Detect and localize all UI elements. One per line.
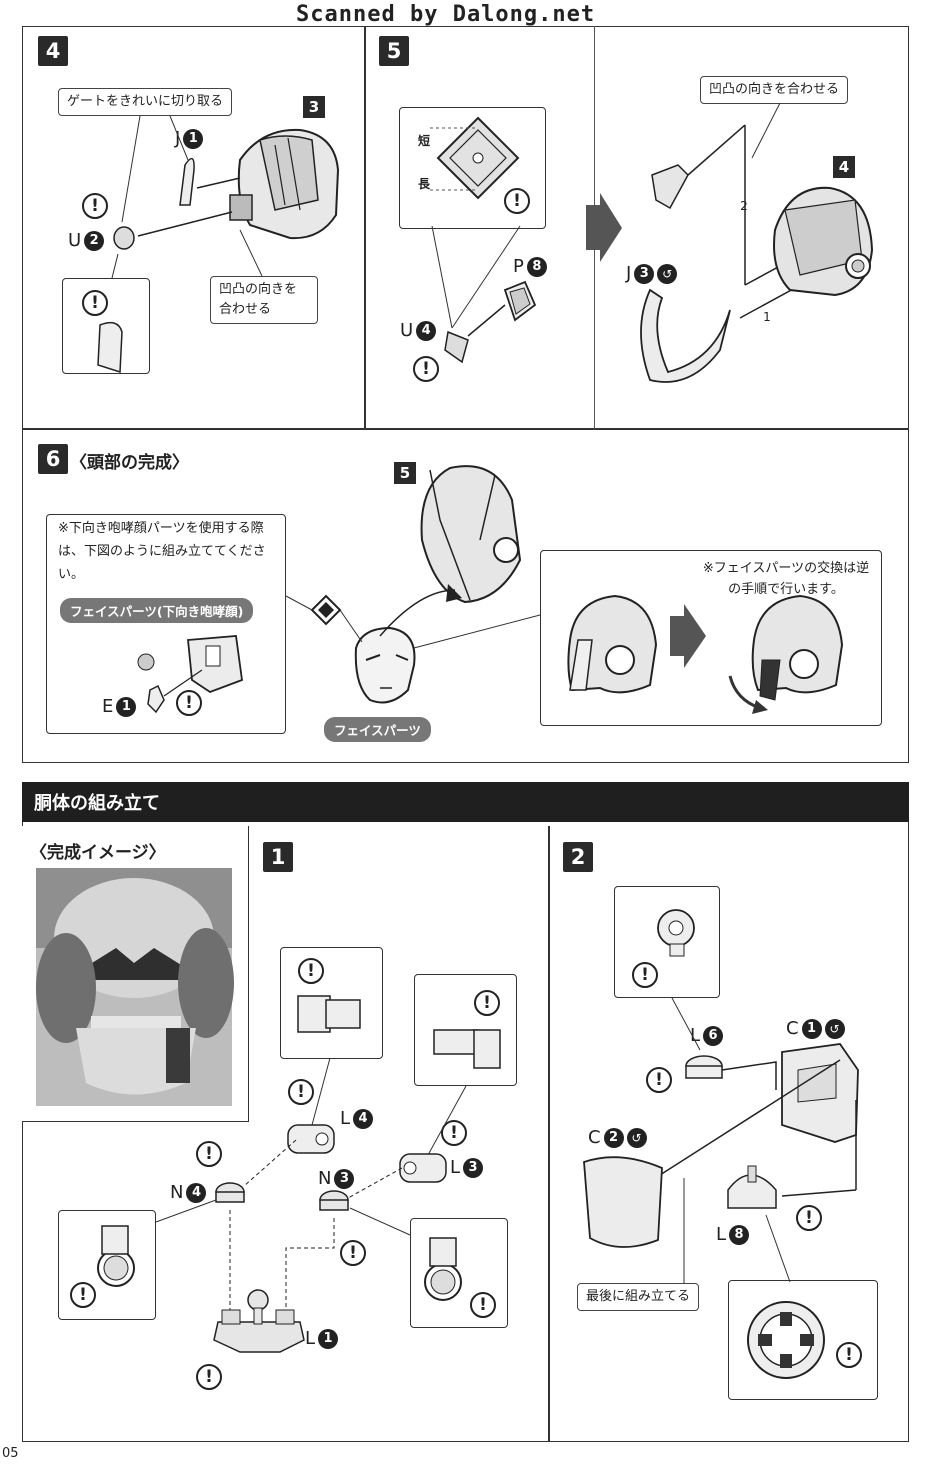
warning-icon: ! <box>196 1141 222 1167</box>
warning-icon: ! <box>82 193 108 219</box>
warning-icon: ! <box>632 962 658 988</box>
step-6-note-box <box>46 514 286 734</box>
warning-icon: ! <box>441 1120 467 1146</box>
warning-icon: ! <box>70 1282 96 1308</box>
sub-assembly-icon: ↺ <box>657 263 678 284</box>
warning-icon: ! <box>796 1205 822 1231</box>
step-5-drawing <box>430 102 874 383</box>
step-4-drawing <box>97 115 340 374</box>
torso-step-2-number: 2 <box>563 842 593 872</box>
step-5-number: 5 <box>379 36 409 66</box>
step-6-note: ※下向き咆哮顔パーツを使用する際は、下図のように組み立ててください。 <box>58 521 266 582</box>
step-6-drawing <box>137 465 844 714</box>
step-5-long-label: 長 <box>418 177 431 191</box>
step-5-short-label: 短 <box>418 134 431 148</box>
warning-icon: ! <box>288 1079 314 1105</box>
warning-icon: ! <box>298 958 324 984</box>
warning-icon: ! <box>413 356 439 382</box>
torso-completed-image <box>36 868 234 1106</box>
warning-icon: ! <box>340 1240 366 1266</box>
divider-4-5 <box>364 26 366 429</box>
step-6-title: 〈頭部の完成〉 <box>70 453 189 473</box>
step-4-ref: 3 <box>303 96 325 118</box>
step-5-order-1: 1 <box>763 310 771 324</box>
warning-icon: ! <box>836 1342 862 1368</box>
step-6-swap-note: ※フェイスパーツの交換は逆の手順で行います。 <box>702 561 870 598</box>
step-6-number: 6 <box>38 444 68 474</box>
step-5-ref: 4 <box>833 156 855 178</box>
warning-icon: ! <box>646 1067 672 1093</box>
step-4-gate-note: ゲートをきれいに切り取る <box>58 88 233 117</box>
step-6-face-down-label: フェイスパーツ(下向き咆哮顔) <box>60 598 254 623</box>
warning-icon: ! <box>176 690 202 716</box>
warning-icon: ! <box>474 990 500 1016</box>
torso-header: 胴体の組み立て <box>22 782 909 822</box>
torso-step-1-number: 1 <box>263 842 293 872</box>
sub-assembly-icon: ↺ <box>824 1018 845 1039</box>
watermark: Scanned by Dalong.net <box>296 2 596 27</box>
page-number: 05 <box>2 1446 19 1461</box>
warning-icon: ! <box>82 290 108 316</box>
torso-image-title: 〈完成イメージ〉 <box>30 843 166 863</box>
warning-icon: ! <box>504 188 530 214</box>
torso-step-2-last-note: 最後に組み立てる <box>577 1283 700 1312</box>
warning-icon: ! <box>470 1292 496 1318</box>
step-4-align-note: 凹凸の向きを合わせる <box>210 276 318 325</box>
divider-torso-1 <box>548 826 550 1442</box>
step-6-face-label: フェイスパーツ <box>324 717 431 742</box>
step-5-order-2: 2 <box>740 199 748 213</box>
warning-icon: ! <box>196 1364 222 1390</box>
step-6-ref: 5 <box>394 462 416 484</box>
step-4-number: 4 <box>38 36 68 66</box>
sub-assembly-icon: ↺ <box>626 1127 647 1148</box>
step-5-align-note: 凹凸の向きを合わせる <box>700 76 849 105</box>
